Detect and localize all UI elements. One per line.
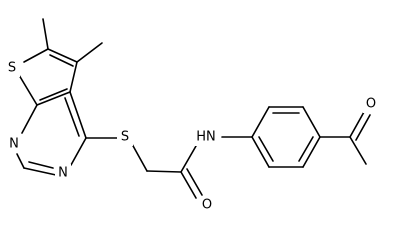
- bond-carbonyl-nh: [180, 145, 197, 173]
- bond-c5-methyl: [76, 42, 103, 63]
- thioether-sulfur-label: S: [121, 130, 129, 145]
- bond-ph-c6-c1-double: [258, 136, 274, 162]
- bond-ch2-carbonyl: [146, 170, 182, 173]
- bond-s1-c7a: [18, 74, 38, 106]
- bond-carbonyl-oxygen-double: [186, 168, 203, 196]
- bond-ph-c4-c5-double: [298, 136, 314, 162]
- thiophene-sulfur-label: S: [8, 61, 16, 76]
- bond-ph-c1-c2: [251, 106, 270, 138]
- atom-labels: S N N S HN O O: [4, 59, 379, 214]
- bonds: [16, 18, 371, 199]
- bond-c5-c4a: [69, 61, 78, 93]
- pyrimidine-n-upper-label: N: [9, 137, 19, 152]
- structure-canvas: S N N S HN O O: [4, 18, 379, 214]
- bond-c4-c4a: [69, 91, 87, 139]
- bond-n7-c6p: [16, 153, 25, 169]
- molecule-structure: S N N S HN O O: [4, 18, 379, 214]
- bond-carbonyl-oxygen: [180, 171, 197, 199]
- amide-nh-label: HN: [196, 130, 216, 145]
- bond-acetyl-oxygen-double: [355, 114, 371, 141]
- bond-acetyl-oxygen: [349, 111, 365, 138]
- bond-c6p-n5-double: [28, 161, 54, 169]
- bond-ph-c3-c4: [302, 106, 321, 138]
- bond-c6-methyl: [42, 18, 49, 50]
- bond-n5-c4: [70, 137, 87, 166]
- bond-s-ch2: [131, 143, 148, 172]
- bond-s1-c6: [23, 48, 49, 63]
- bond-c7a-c4a: [36, 91, 71, 106]
- bond-c6-c5: [47, 48, 78, 63]
- bond-c7a-c4a-double: [39, 88, 68, 101]
- pyrimidine-n-lower-label: N: [58, 166, 68, 181]
- acetyl-oxygen-label: O: [366, 97, 376, 112]
- bond-c6-c5-double: [49, 54, 74, 67]
- bond-ph-c6-c1: [251, 136, 270, 168]
- bond-c7a-n7: [21, 104, 38, 134]
- amide-oxygen-label: O: [202, 198, 212, 213]
- bond-ph-c4-c5: [302, 136, 321, 168]
- bond-c6p-n5: [23, 167, 57, 176]
- bond-acetyl-methyl: [349, 136, 367, 165]
- bond-c4-c4a-double: [64, 97, 80, 137]
